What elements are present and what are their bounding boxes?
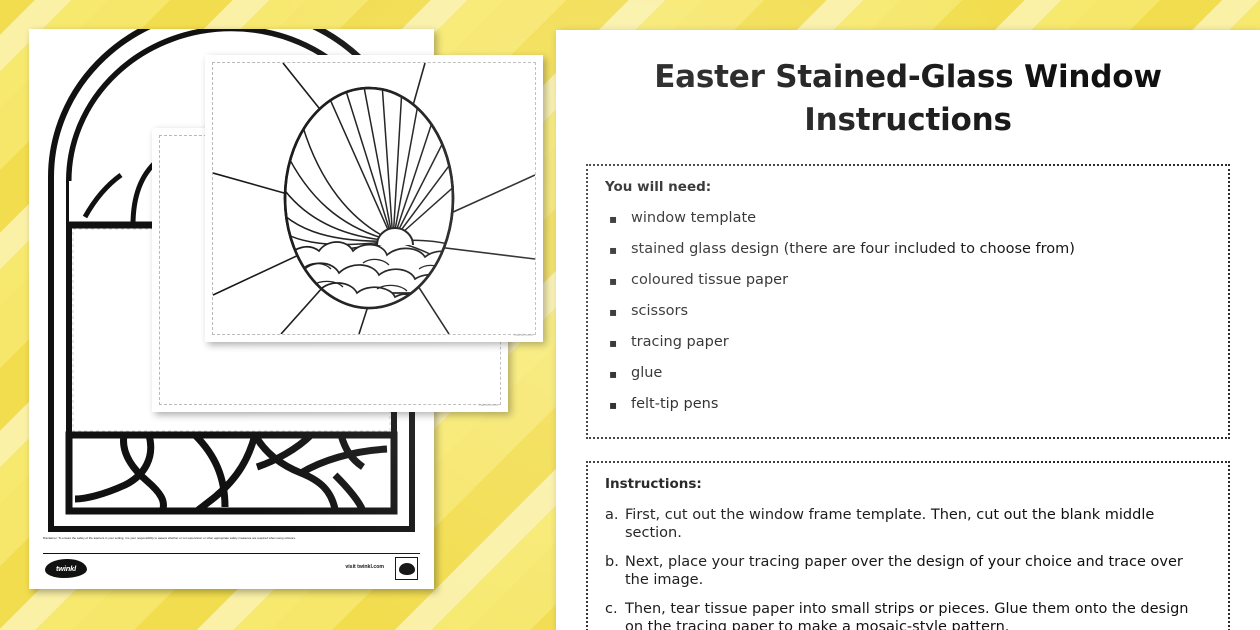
- bullet-icon: ▪: [609, 243, 618, 258]
- twinkl-badge-icon: [395, 557, 418, 580]
- instruction-step: a. First, cut out the window frame templa…: [605, 501, 1211, 548]
- material-item: ▪ scissors: [605, 297, 1211, 328]
- material-item-label: coloured tissue paper: [631, 272, 789, 289]
- bullet-icon: ▪: [609, 212, 618, 227]
- material-item-label: scissors: [631, 303, 689, 320]
- bullet-icon: ▪: [609, 336, 618, 351]
- material-item: ▪ glue: [605, 359, 1211, 390]
- instruction-step-text: Next, place your tracing paper over the …: [625, 553, 1183, 589]
- bullet-icon: ▪: [609, 305, 618, 320]
- page-title: Easter Stained-Glass Window Instructions: [654, 59, 1162, 138]
- instruction-step-marker: c.: [605, 600, 618, 617]
- material-item: ▪ stained glass design (there are four in…: [605, 235, 1211, 266]
- instructions-list: a. First, cut out the window frame templa…: [605, 501, 1211, 630]
- watermark: twinkl.com: [514, 332, 533, 337]
- material-item: ▪ coloured tissue paper: [605, 266, 1211, 297]
- instruction-step-marker: a.: [605, 506, 619, 523]
- instructions-heading: Instructions:: [605, 475, 702, 492]
- instructions-panel: Easter Stained-Glass Window Instructions…: [556, 30, 1260, 630]
- instruction-step-text: Then, tear tissue paper into small strip…: [625, 600, 1189, 630]
- watermark: twinkl.com: [479, 402, 498, 407]
- material-item-label: glue: [631, 365, 663, 382]
- bullet-icon: ▪: [609, 398, 618, 413]
- materials-box: You will need: ▪ window template ▪ stained …: [586, 163, 1230, 439]
- material-item-label: felt-tip pens: [631, 396, 719, 413]
- disclaimer-text: Disclaimer: To ensure the safety of the …: [43, 537, 296, 540]
- material-item: ▪ window template: [605, 204, 1211, 235]
- material-item-label: window template: [631, 210, 757, 227]
- materials-list: ▪ window template ▪ stained glass design (t…: [605, 204, 1211, 421]
- design-sunrise-egg-artwork: [213, 63, 535, 334]
- instructions-box: Instructions: a. First, cut out the windo…: [586, 460, 1230, 630]
- instruction-step: c. Then, tear tissue paper into small str…: [605, 595, 1211, 630]
- materials-heading: You will need:: [605, 178, 712, 195]
- twinkl-logo: twinkl: [45, 559, 87, 578]
- visit-twinkl-link[interactable]: visit twinkl.com: [345, 564, 384, 570]
- instruction-step: b. Next, place your tracing paper over th…: [605, 548, 1211, 595]
- instruction-step-marker: b.: [605, 553, 619, 570]
- footer-divider: [43, 553, 420, 554]
- bullet-icon: ▪: [609, 274, 618, 289]
- sheet-stained-glass-design-sunrise-egg[interactable]: twinkl.com: [205, 55, 543, 342]
- material-item: ▪ felt-tip pens: [605, 390, 1211, 421]
- sheet-footer: Disclaimer: To ensure the safety of the …: [43, 537, 420, 583]
- instruction-step-text: First, cut out the window frame template…: [625, 506, 1155, 542]
- material-item: ▪ tracing paper: [605, 328, 1211, 359]
- bullet-icon: ▪: [609, 367, 618, 382]
- material-item-label: tracing paper: [631, 334, 729, 351]
- material-item-label: stained glass design (there are four inc…: [631, 241, 1075, 258]
